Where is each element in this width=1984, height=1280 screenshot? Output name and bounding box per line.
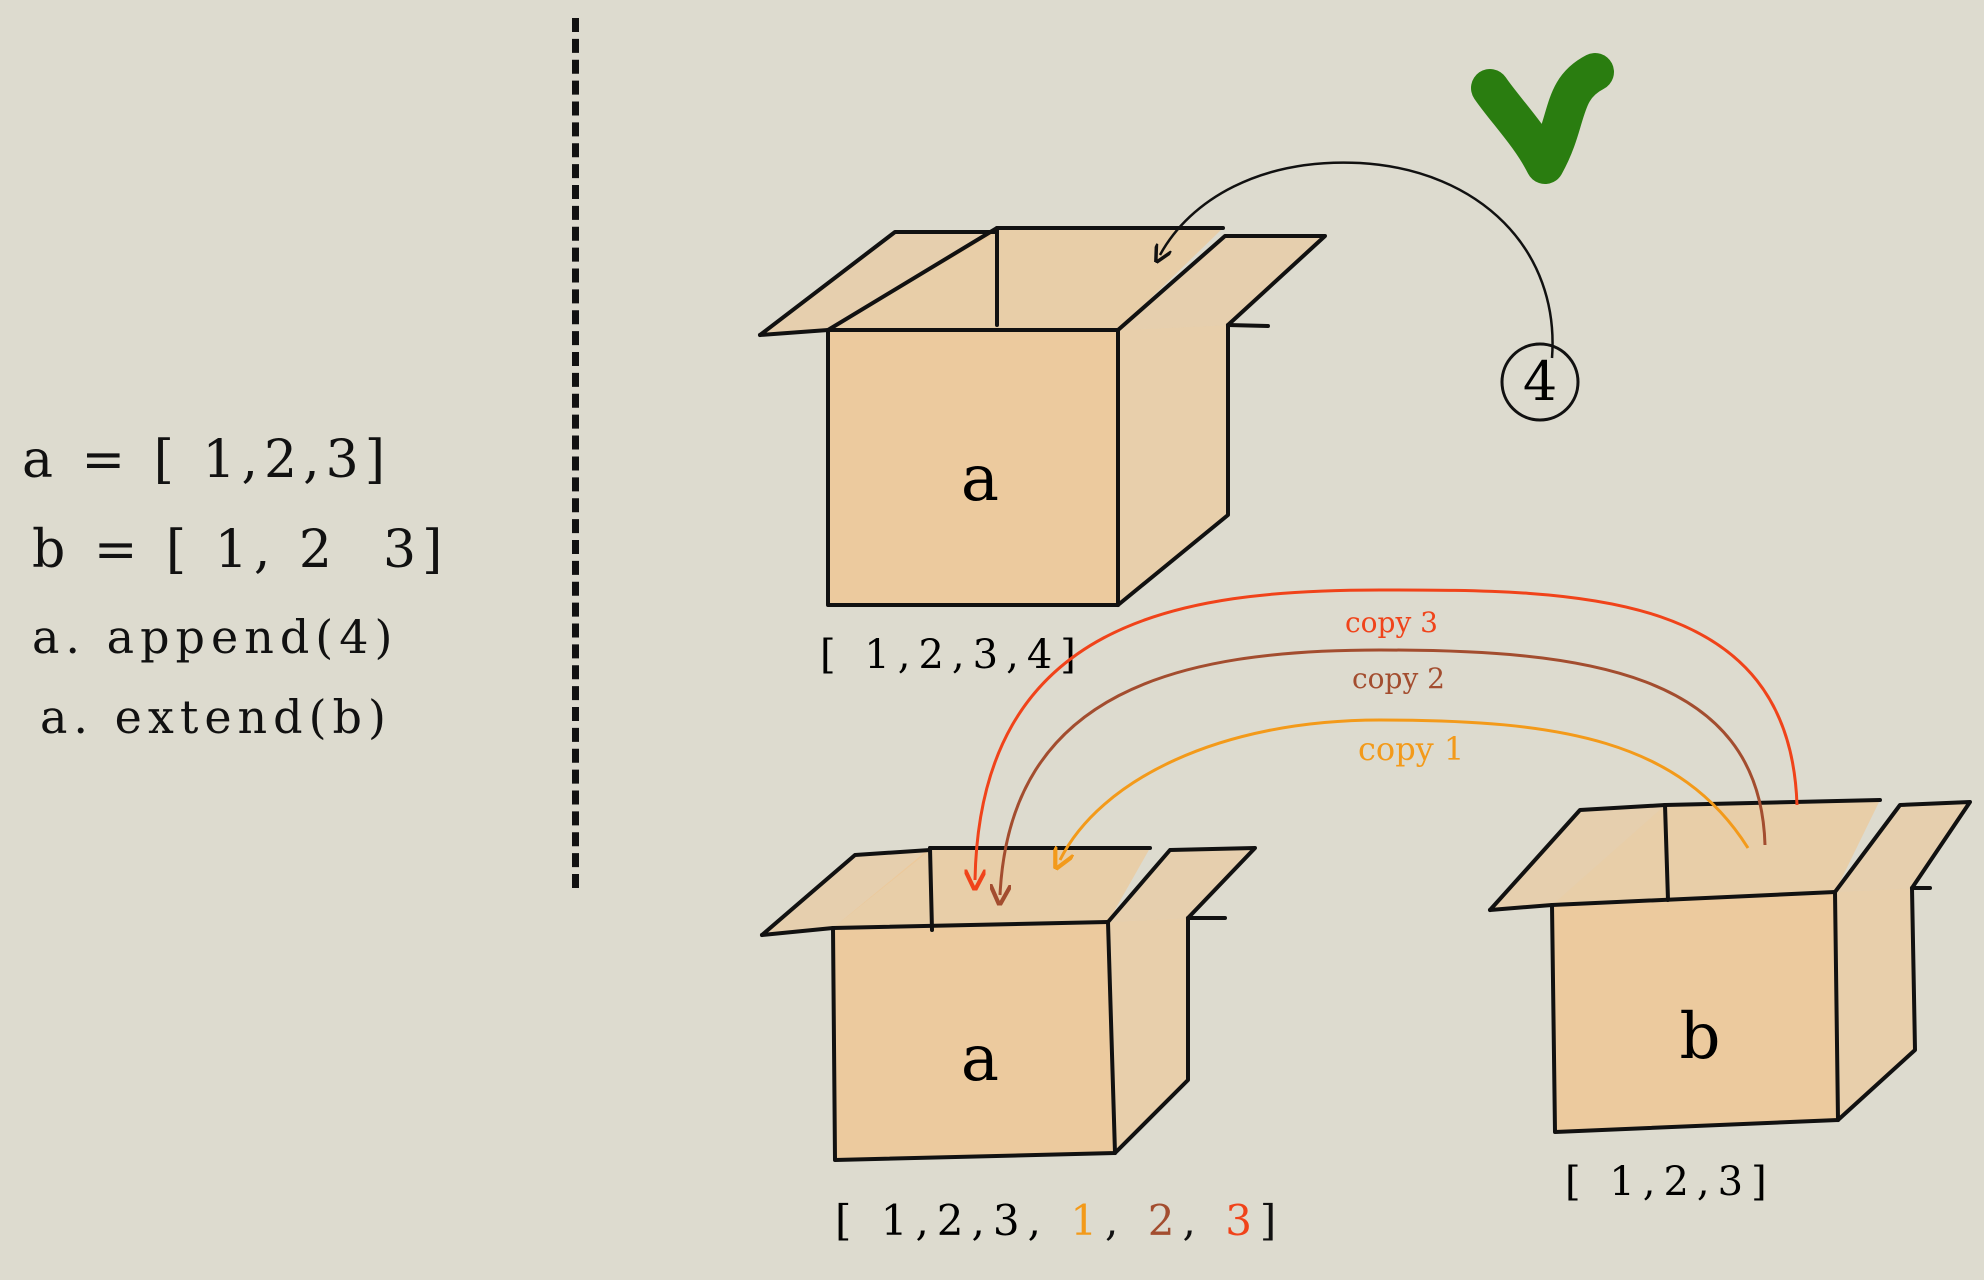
incoming-value-label: 4 [1523,350,1557,413]
bottom-box-a-contents-prefix: [ 1,2,3, [835,1196,1070,1245]
copy3-arrow [975,588,1799,880]
bottom-box-a-contents: [ 1,2,3, 1, 2, 3] [835,1196,1284,1245]
code-line-2: b = [ 1, 2 3] [32,520,449,580]
code-line-4: a. extend(b) [40,690,392,744]
bottom-box-b-contents: [ 1,2,3] [1565,1159,1775,1205]
code-line-1: a = [ 1,2,3] [22,430,392,490]
top-box-a: a [758,226,1327,607]
bottom-box-b-label: b [1680,1000,1721,1074]
top-box-a-label: a [961,442,999,516]
copy3-label: copy 3 [1345,606,1438,639]
copied-value-2: 2 [1148,1196,1183,1245]
arrow-icon [1160,161,1554,359]
copy2-arrow [1000,648,1767,895]
divider-line [572,18,579,888]
checkmark-icon [1471,53,1614,184]
copy1-arrow [1060,718,1750,860]
copied-value-3: 3 [1225,1196,1260,1245]
copy1-label: copy 1 [1358,730,1464,768]
bottom-box-a: a [760,846,1257,1162]
circle-number-icon: 4 [1500,342,1580,422]
copy2-label: copy 2 [1352,662,1445,695]
bottom-box-a-contents-suffix: ] [1260,1196,1284,1245]
bottom-box-a-label: a [961,1022,999,1096]
code-line-3: a. append(4) [32,610,399,664]
copied-value-1: 1 [1070,1196,1105,1245]
bottom-box-b: b [1488,798,1972,1134]
top-box-a-contents: [ 1,2,3,4] [820,632,1084,678]
